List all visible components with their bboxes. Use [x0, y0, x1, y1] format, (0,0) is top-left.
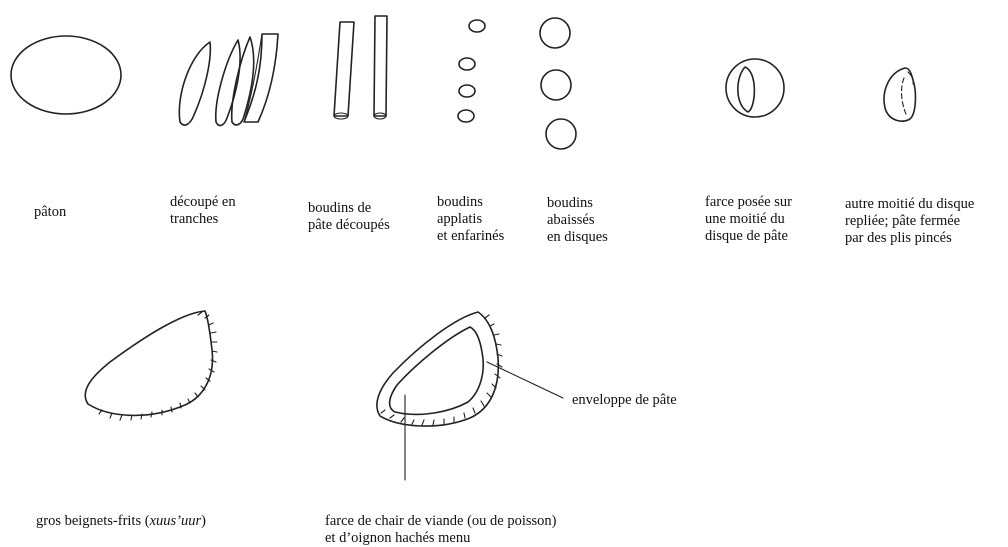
step-label-line: repliée; pâte fermée [845, 213, 961, 229]
step-label-boudins: boudins de pâte découpés [308, 200, 390, 234]
flattened-rolls-drawing [457, 19, 486, 123]
step-label-line: en disques [547, 229, 608, 245]
step-label-line: applatis [437, 211, 483, 227]
fried-dumpling-drawing [84, 310, 218, 421]
step-label-line: disque de pâte [705, 228, 788, 244]
step-label-applatis: boudins applatis et enfarinés [437, 194, 504, 245]
step-label-line: et enfarinés [437, 228, 505, 244]
filled-disc-drawing [725, 58, 785, 118]
step-label-line: tranches [170, 211, 219, 227]
step-label-line: pâton [34, 204, 67, 220]
filling-caption-line: farce de chair de viande (ou de poisson) [325, 513, 557, 529]
dough-rolls-drawing [333, 15, 388, 120]
caption-term: xuus’uur [149, 513, 202, 529]
step-label-line: pâte découpés [308, 217, 390, 233]
step-label-line: boudins [437, 194, 483, 210]
step-label-repliee: autre moitié du disque repliée; pâte fer… [845, 196, 974, 247]
step-label-line: abaissés [547, 212, 595, 228]
sliced-dough-drawing [178, 33, 279, 127]
step-label-line: découpé en [170, 194, 236, 210]
step-label-line: une moitié du [705, 211, 785, 227]
envelope-callout: enveloppe de pâte [572, 392, 677, 409]
step-label-line: boudins [547, 195, 593, 211]
step-label-paton: pâton [34, 204, 66, 221]
step-label-line: par des plis pincés [845, 230, 952, 246]
caption-prefix: gros beignets-frits ( [36, 513, 150, 529]
dough-ball-drawing [10, 35, 122, 115]
fried-dumpling-caption: gros beignets-frits (xuus’uur) [36, 513, 206, 530]
step-label-disques: boudins abaissés en disques [547, 195, 608, 246]
filling-caption: farce de chair de viande (ou de poisson)… [325, 513, 557, 547]
envelope-callout-text: enveloppe de pâte [572, 392, 677, 408]
dumpling-cross-section-drawing [376, 311, 564, 481]
step-label-line: boudins de [308, 200, 372, 216]
step-label-line: farce posée sur [705, 194, 792, 210]
caption-suffix: ) [201, 513, 206, 529]
folded-dumpling-drawing [883, 67, 917, 122]
step-label-farce: farce posée sur une moitié du disque de … [705, 194, 792, 245]
filling-caption-line: et d’oignon hachés menu [325, 530, 471, 546]
step-label-decoupe: découpé en tranches [170, 194, 236, 228]
step-label-line: autre moitié du disque [845, 196, 975, 212]
dough-discs-drawing [539, 17, 577, 150]
